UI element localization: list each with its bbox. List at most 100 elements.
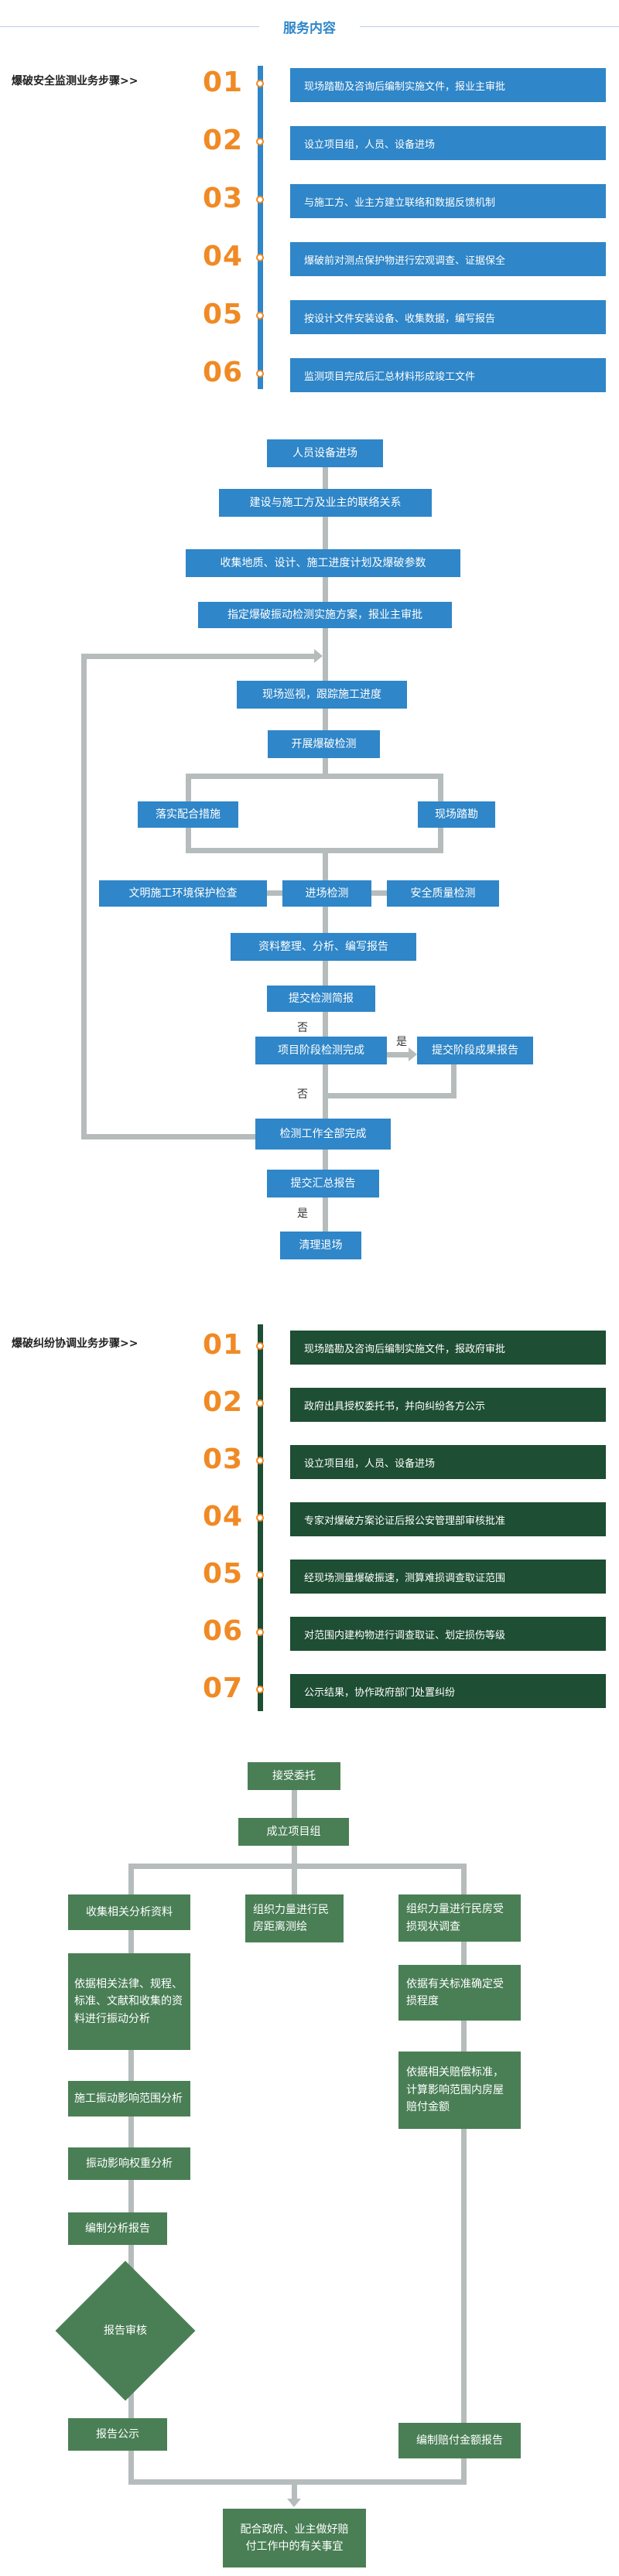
decision-label: 报告审核	[104, 2324, 147, 2337]
step-dot	[256, 1571, 264, 1579]
section2-title: 爆破纠纷协调业务步骤>>	[12, 1338, 139, 1350]
step-box: 设立项目组，人员、设备进场	[290, 1445, 606, 1479]
flow-node: 进场检测	[282, 880, 371, 907]
step-box: 按设计文件安装设备、收集数据，编写报告	[290, 300, 606, 334]
connector	[128, 2245, 134, 2276]
connector	[323, 1012, 328, 1037]
flow-node: 报告公示	[68, 2418, 167, 2451]
connector	[438, 774, 443, 801]
step-box: 政府出具授权委托书，并向纠纷各方公示	[290, 1388, 606, 1422]
flow-node: 依据有关标准确定受损程度	[398, 1965, 521, 2021]
connector	[267, 890, 282, 896]
flow-node: 建设与施工方及业主的联络关系	[219, 489, 432, 517]
flow-node: 安全质量检测	[387, 880, 499, 907]
step-dot	[256, 80, 264, 87]
connector	[323, 709, 328, 730]
flow-node: 收集地质、设计、施工进度计划及爆破参数	[186, 549, 460, 577]
flow-node: 振动影响权重分析	[68, 2147, 190, 2180]
step-dot	[256, 1457, 264, 1464]
connector	[292, 1864, 297, 1894]
connector	[128, 2116, 134, 2147]
step-dot	[256, 1514, 264, 1522]
connector	[461, 2129, 467, 2423]
flow-node: 文明施工环境保护检查	[99, 880, 267, 907]
yes-label: 是	[297, 1208, 308, 1220]
connector	[323, 1098, 328, 1119]
step-dot	[256, 1628, 264, 1636]
step-box: 现场踏勘及咨询后编制实施文件，报业主审批	[290, 68, 606, 102]
connector	[292, 2479, 297, 2501]
header-line-left	[0, 26, 259, 27]
connector	[461, 2021, 467, 2052]
flow-node: 开展爆破检测	[268, 730, 380, 758]
connector	[292, 1790, 297, 1818]
flow-node: 提交汇总报告	[267, 1170, 379, 1197]
flow-node: 检测工作全部完成	[255, 1119, 391, 1150]
step-box: 公示结果，协作政府部门处置纠纷	[290, 1674, 606, 1708]
step-number: 02	[203, 125, 244, 156]
flow-node: 依据相关赔偿标准，计算影响范围内房屋赔付金额	[398, 2052, 521, 2129]
step-dot	[256, 138, 264, 145]
connector	[128, 1864, 134, 1894]
step-dot	[256, 370, 264, 378]
connector	[128, 2050, 134, 2081]
connector	[323, 907, 328, 933]
flow-node: 现场巡视，跟踪施工进度	[237, 681, 407, 709]
step-number: 06	[203, 357, 244, 388]
step-box: 爆破前对测点保护物进行宏观调查、证据保全	[290, 242, 606, 276]
connector	[323, 628, 328, 681]
flow-node: 落实配合措施	[138, 801, 238, 828]
step-number: 04	[203, 241, 244, 272]
step-number: 03	[203, 183, 244, 214]
connector	[461, 1864, 467, 1894]
arrow	[287, 2499, 301, 2507]
step-box: 专家对爆破方案论证后报公安管理部审核批准	[290, 1502, 606, 1536]
connector	[81, 654, 87, 1139]
no-label: 否	[297, 1088, 308, 1101]
step-box: 设立项目组，人员、设备进场	[290, 126, 606, 160]
step-dot	[256, 196, 264, 203]
flow-node: 现场踏勘	[418, 801, 495, 828]
flow-node: 指定爆破振动检测实施方案，报业主审批	[198, 602, 452, 628]
connector	[323, 467, 328, 489]
flow-node: 配合政府、业主做好赔付工作中的有关事宜	[223, 2509, 366, 2567]
connector	[387, 1052, 410, 1057]
connector	[323, 758, 328, 777]
section1-title: 爆破安全监测业务步骤>>	[12, 75, 139, 87]
step-number: 02	[203, 1386, 244, 1418]
connector	[81, 1134, 255, 1139]
connector	[371, 890, 387, 896]
step-number: 04	[203, 1501, 244, 1532]
arrow	[409, 1047, 417, 1061]
step-number: 05	[203, 299, 244, 330]
header-line-right	[360, 26, 619, 27]
connector	[323, 577, 328, 602]
flow-node: 人员设备进场	[267, 439, 383, 467]
connector	[438, 828, 443, 851]
step-dot	[256, 1686, 264, 1693]
step-dot	[256, 312, 264, 319]
step-box: 对范围内建构物进行调查取证、划定损伤等级	[290, 1617, 606, 1651]
connector	[323, 1064, 328, 1098]
flow-node: 组织力量进行民房距离测绘	[245, 1894, 344, 1942]
connector	[186, 848, 443, 853]
no-label: 否	[297, 1022, 308, 1034]
connector	[451, 1064, 457, 1098]
flow-node: 编制分析报告	[68, 2212, 167, 2245]
flow-node: 编制赔付金额报告	[398, 2423, 521, 2458]
step-box: 现场踏勘及咨询后编制实施文件，报政府审批	[290, 1331, 606, 1365]
flow-node: 成立项目组	[238, 1818, 349, 1846]
step-dot	[256, 1399, 264, 1407]
page-title: 服务内容	[283, 21, 336, 36]
step-box: 经现场测量爆破振速，测算难损调查取证范围	[290, 1560, 606, 1594]
flow-node: 接受委托	[248, 1762, 340, 1790]
connector	[128, 2180, 134, 2212]
step-box: 与施工方、业主方建立联络和数据反馈机制	[290, 184, 606, 218]
flow-node: 施工振动影响范围分析	[68, 2081, 190, 2116]
flow-node: 收集相关分析资料	[68, 1894, 190, 1930]
flow-node: 清理退场	[280, 1232, 361, 1259]
step-dot	[256, 1342, 264, 1350]
flow-node: 资料整理、分析、编写报告	[231, 933, 416, 961]
flow-node: 提交检测简报	[267, 986, 375, 1012]
section1-timeline	[258, 66, 263, 389]
